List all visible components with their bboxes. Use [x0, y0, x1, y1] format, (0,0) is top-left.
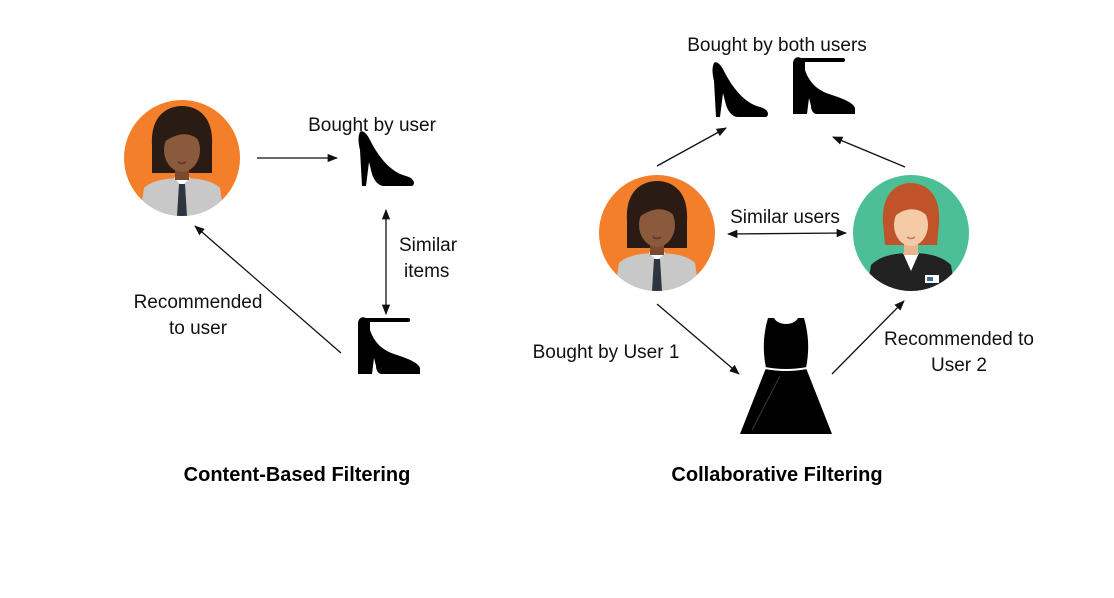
user1-avatar-icon [599, 175, 715, 303]
user2-avatar-icon [853, 175, 969, 303]
recommended-to-label-1: Recommended to [884, 329, 1034, 350]
similar-items-label-1: Similar [399, 235, 458, 256]
content-based-title: Content-Based Filtering [184, 464, 411, 486]
user2-bought-both-arrow [832, 136, 906, 168]
recommended-arrow [194, 225, 342, 354]
collaborative-panel: Bought by both users Similar users Bough… [533, 35, 1034, 486]
stiletto-shoe-icon [358, 131, 414, 186]
recommended-label-2: to user [169, 318, 228, 339]
strap-heel-shoe-icon [793, 57, 855, 114]
user-avatar-icon [124, 100, 240, 228]
similar-users-label: Similar users [730, 207, 840, 228]
bought-by-user1-arrow [656, 303, 740, 375]
dress-icon [739, 317, 833, 435]
recommended-user2-arrow [831, 300, 905, 375]
similar-items-label-2: items [404, 261, 449, 282]
collaborative-title: Collaborative Filtering [671, 464, 882, 486]
bought-by-user1-label: Bought by User 1 [533, 342, 680, 363]
recommended-to-label-2: User 2 [931, 355, 987, 376]
content-based-panel: Bought by user Similar items Recommended… [124, 100, 458, 486]
bought-by-user-label: Bought by user [308, 115, 436, 136]
bought-by-both-label: Bought by both users [687, 35, 867, 56]
user1-bought-both-arrow [656, 127, 727, 167]
strap-heel-shoe-icon [358, 317, 420, 374]
stiletto-shoe-icon [712, 62, 768, 117]
recommended-label-1: Recommended [134, 292, 263, 313]
similar-users-arrow [726, 228, 848, 239]
